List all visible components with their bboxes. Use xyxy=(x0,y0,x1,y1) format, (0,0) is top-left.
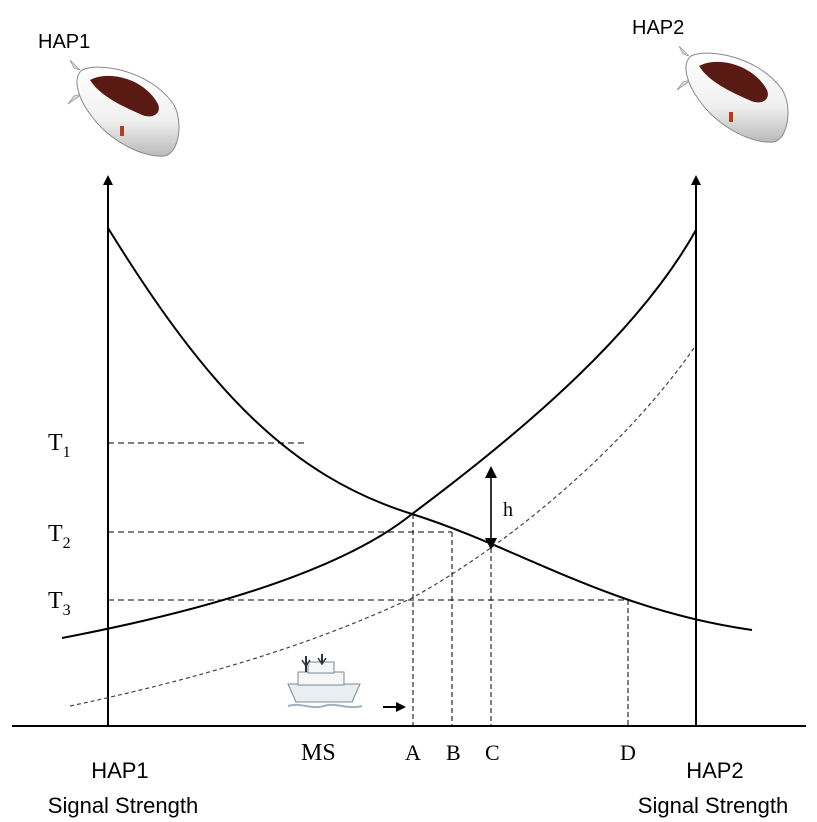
motion-arrow-icon xyxy=(383,702,406,712)
hap1-label: HAP1 xyxy=(38,31,90,53)
left-axis-title: HAP1 Signal Strength xyxy=(48,758,198,818)
airship-icon xyxy=(676,45,789,143)
threshold-label-t1: T1 xyxy=(48,430,71,461)
threshold-label-t2: T2 xyxy=(48,521,71,552)
hap2-label: HAP2 xyxy=(632,17,684,39)
airship-icon xyxy=(67,59,180,157)
point-label-c: C xyxy=(485,740,500,765)
point-label-ms: MS xyxy=(301,740,336,766)
threshold-label-t3: T3 xyxy=(48,588,71,619)
hap1-signal-curve xyxy=(107,227,753,631)
point-label-d: D xyxy=(620,740,636,765)
ship-icon xyxy=(287,654,363,709)
point-label-b: B xyxy=(446,740,461,765)
hap2-offset-curve xyxy=(69,347,695,707)
hap2-signal-curve xyxy=(61,229,697,639)
point-label-a: A xyxy=(405,740,421,765)
right-axis-title: HAP2 Signal Strength xyxy=(638,758,788,818)
hysteresis-label: h xyxy=(503,499,513,521)
